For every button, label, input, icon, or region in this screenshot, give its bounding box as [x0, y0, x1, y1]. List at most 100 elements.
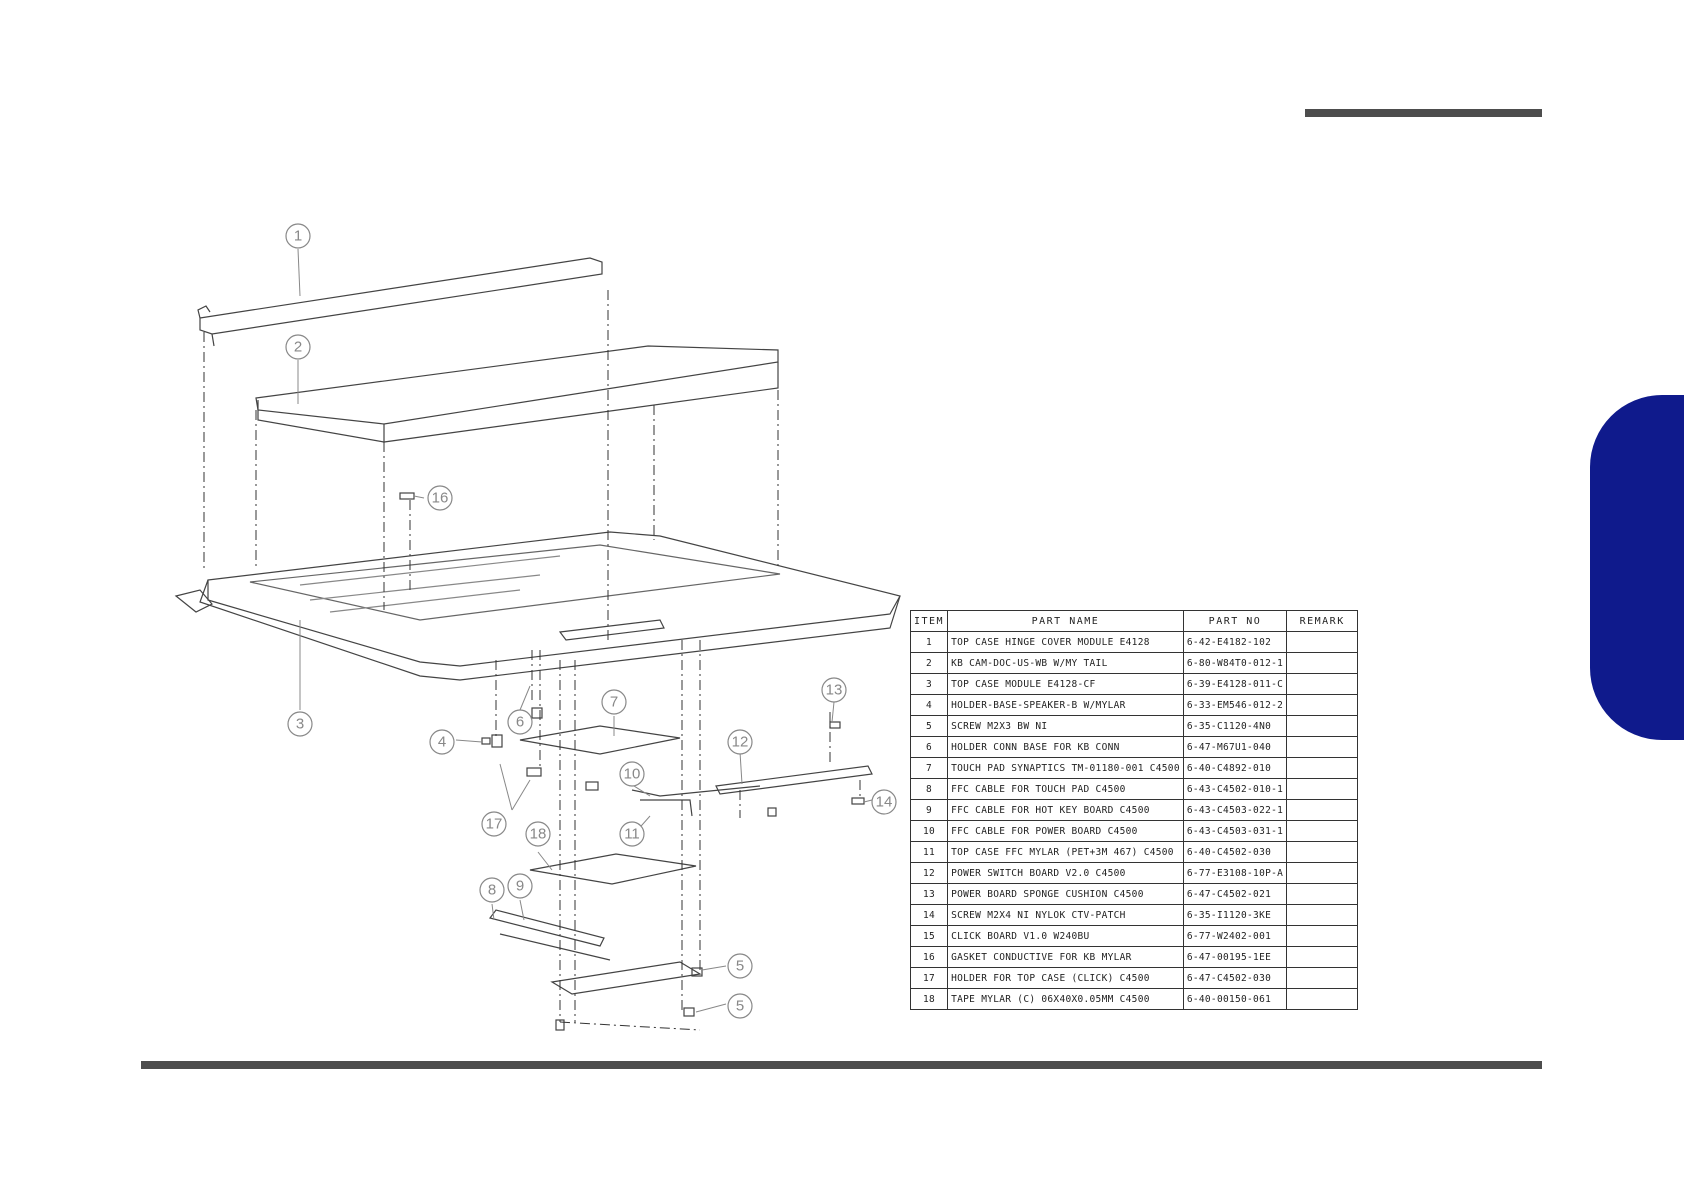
cell-remark [1286, 694, 1359, 716]
part-power-board [715, 765, 873, 795]
cell-item: 13 [909, 883, 949, 905]
callout-17: 17 [486, 816, 503, 833]
cell-remark [1286, 841, 1359, 863]
header-item: ITEM [909, 610, 949, 632]
cell-item: 16 [909, 946, 949, 968]
callout-18: 18 [530, 826, 547, 843]
cell-part-name: GASKET CONDUCTIVE FOR KB MYLAR [947, 946, 1184, 968]
cell-item: 18 [909, 988, 949, 1010]
callout-1: 1 [294, 228, 302, 245]
cell-remark [1286, 778, 1359, 800]
cell-part-name: KB CAM-DOC-US-WB W/MY TAIL [947, 652, 1184, 674]
cell-part-name: CLICK BOARD V1.0 W240BU [947, 925, 1184, 947]
callout-13: 13 [826, 682, 843, 699]
callout-8: 8 [488, 882, 496, 899]
cell-part-no: 6-47-C4502-030 [1182, 967, 1288, 989]
cell-item: 11 [909, 841, 949, 863]
chapter-side-tab [1590, 395, 1684, 740]
cell-part-no: 6-33-EM546-012-2 [1182, 694, 1288, 716]
cell-part-no: 6-42-E4182-102 [1182, 631, 1288, 653]
cell-part-name: HOLDER FOR TOP CASE (CLICK) C4500 [947, 967, 1184, 989]
cell-part-no: 6-43-C4503-031-1 [1182, 820, 1288, 842]
part-touch-pad [519, 725, 681, 755]
callout-3: 3 [296, 716, 304, 733]
callout-14: 14 [876, 794, 893, 811]
cell-part-name: TOP CASE FFC MYLAR (PET+3M 467) C4500 [947, 841, 1184, 863]
cell-remark [1286, 946, 1359, 968]
part-top-case [207, 531, 901, 667]
callout-9: 9 [516, 878, 524, 895]
callout-7: 7 [610, 694, 618, 711]
part-hinge-cover [199, 257, 603, 335]
cell-item: 5 [909, 715, 949, 737]
cell-remark [1286, 631, 1359, 653]
cell-part-name: FFC CABLE FOR POWER BOARD C4500 [947, 820, 1184, 842]
callout-6: 6 [516, 714, 524, 731]
cell-part-no: 6-77-E3108-10P-A [1182, 862, 1288, 884]
callout-12: 12 [732, 734, 749, 751]
cell-item: 9 [909, 799, 949, 821]
cell-remark [1286, 652, 1359, 674]
cell-remark [1286, 736, 1359, 758]
cell-remark [1286, 673, 1359, 695]
cell-remark [1286, 799, 1359, 821]
cell-part-no: 6-40-C4892-010 [1182, 757, 1288, 779]
cell-part-name: SCREW M2X4 NI NYLOK CTV-PATCH [947, 904, 1184, 926]
cell-part-name: TOP CASE MODULE E4128-CF [947, 673, 1184, 695]
cell-part-no: 6-80-W84T0-012-1 [1182, 652, 1288, 674]
cell-part-no: 6-77-W2402-001 [1182, 925, 1288, 947]
callout-4: 4 [438, 734, 446, 751]
cell-item: 8 [909, 778, 949, 800]
footer-rule [141, 1061, 1542, 1069]
cell-part-name: HOLDER-BASE-SPEAKER-B W/MYLAR [947, 694, 1184, 716]
callout-11: 11 [624, 826, 640, 843]
cell-part-name: POWER BOARD SPONGE CUSHION C4500 [947, 883, 1184, 905]
cell-remark [1286, 988, 1359, 1010]
callout-5a: 5 [736, 958, 744, 975]
cell-part-no: 6-35-C1120-4N0 [1182, 715, 1288, 737]
cell-part-no: 6-40-00150-061 [1182, 988, 1288, 1010]
cell-item: 15 [909, 925, 949, 947]
cell-part-no: 6-40-C4502-030 [1182, 841, 1288, 863]
callout-10: 10 [624, 766, 641, 783]
header-part-name: PART NAME [947, 610, 1184, 632]
cell-part-name: TOUCH PAD SYNAPTICS TM-01180-001 C4500 [947, 757, 1184, 779]
cell-item: 2 [909, 652, 949, 674]
callout-5b: 5 [736, 998, 744, 1015]
cell-remark [1286, 883, 1359, 905]
cell-remark [1286, 967, 1359, 989]
cell-remark [1286, 862, 1359, 884]
cell-part-name: HOLDER CONN BASE FOR KB CONN [947, 736, 1184, 758]
part-mylar [529, 853, 697, 885]
cell-item: 7 [909, 757, 949, 779]
cell-remark [1286, 925, 1359, 947]
callout-16: 16 [432, 490, 449, 507]
callout-2: 2 [294, 339, 302, 356]
cell-item: 4 [909, 694, 949, 716]
cell-part-no: 6-35-I1120-3KE [1182, 904, 1288, 926]
table-header-row: ITEM PART NAME PART NO REMARK [909, 610, 1359, 632]
cell-part-name: TAPE MYLAR (C) 06X40X0.05MM C4500 [947, 988, 1184, 1010]
cell-part-name: FFC CABLE FOR TOUCH PAD C4500 [947, 778, 1184, 800]
cell-remark [1286, 904, 1359, 926]
header-part-no: PART NO [1182, 610, 1288, 632]
header-rule [1305, 109, 1542, 117]
cell-part-name: TOP CASE HINGE COVER MODULE E4128 [947, 631, 1184, 653]
